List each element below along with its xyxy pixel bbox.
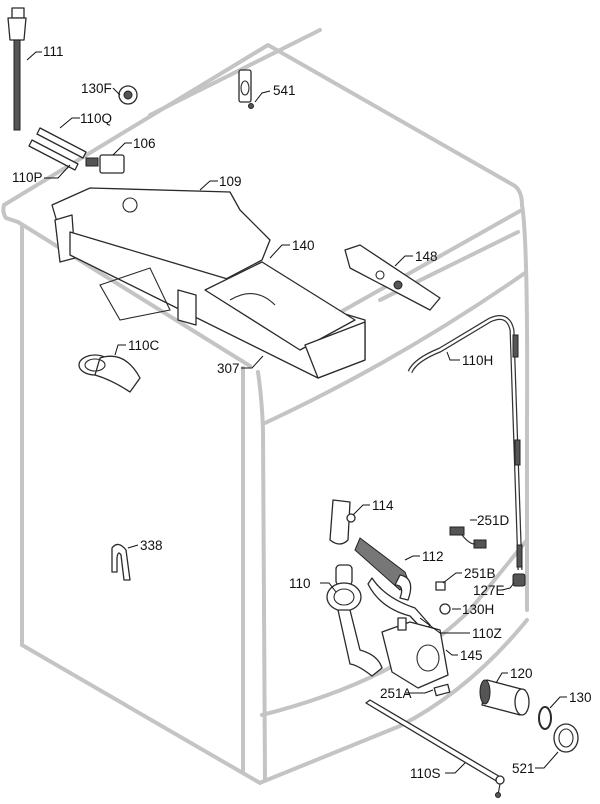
callout-111: 111 bbox=[43, 44, 64, 59]
callout-140: 140 bbox=[292, 238, 315, 253]
callout-110: 110 bbox=[289, 576, 311, 591]
part-sump-hose-110[interactable] bbox=[326, 564, 383, 677]
cabinet-front-mid-curve bbox=[260, 538, 529, 717]
callout-106: 106 bbox=[133, 136, 156, 151]
cabinet-inner-panel-line bbox=[148, 28, 322, 117]
callout-110Q: 110Q bbox=[80, 111, 112, 126]
part-grommet-130F[interactable] bbox=[118, 85, 138, 105]
part-wiring-harness-251D[interactable] bbox=[449, 526, 487, 549]
part-inlet-hose-111[interactable] bbox=[7, 7, 27, 131]
callout-251B: 251B bbox=[464, 566, 496, 581]
cabinet-front-panel-top bbox=[263, 271, 527, 425]
part-ring-nut-130H[interactable] bbox=[439, 603, 451, 615]
part-filter-120[interactable] bbox=[479, 679, 530, 716]
part-cable-clip-251B[interactable] bbox=[435, 581, 446, 591]
cabinet-front-lower-curve bbox=[398, 618, 529, 728]
callout-145: 145 bbox=[460, 648, 483, 663]
callout-541: 541 bbox=[273, 83, 296, 98]
callout-127E: 127E bbox=[473, 583, 505, 598]
part-dispenser-assembly-109-140[interactable] bbox=[51, 187, 366, 379]
part-air-chamber-114[interactable] bbox=[329, 499, 356, 545]
part-o-ring-130[interactable] bbox=[538, 706, 552, 730]
callout-110C: 110C bbox=[128, 338, 160, 353]
cabinet-top-front-lip bbox=[1, 203, 252, 368]
part-door-lock-switch-541[interactable] bbox=[238, 69, 254, 109]
cabinet-top-edge bbox=[2, 43, 524, 207]
part-emergency-drain-hose-110S[interactable] bbox=[365, 699, 505, 798]
callout-110Z: 110Z bbox=[472, 626, 502, 641]
callout-120: 120 bbox=[510, 666, 533, 681]
part-corrugated-hose-112[interactable] bbox=[354, 537, 412, 601]
part-pump-housing-145[interactable] bbox=[381, 617, 449, 689]
part-bellows-hose-110C[interactable] bbox=[78, 354, 141, 393]
part-drain-hose-110H[interactable] bbox=[407, 315, 523, 571]
callout-338: 338 bbox=[140, 538, 163, 553]
callout-130: 130 bbox=[569, 690, 592, 705]
callout-114: 114 bbox=[372, 498, 394, 513]
callout-labels: 111 130F 541 110Q 106 110P 109 140 148 1… bbox=[12, 44, 592, 781]
callout-251A: 251A bbox=[380, 686, 412, 701]
callout-148: 148 bbox=[415, 249, 438, 264]
part-hose-upper-110Q[interactable] bbox=[36, 127, 87, 159]
leader-lines bbox=[26, 51, 567, 774]
part-hose-lower-110P[interactable] bbox=[28, 139, 79, 171]
callout-110P: 110P bbox=[12, 170, 43, 185]
callout-251D: 251D bbox=[477, 513, 510, 528]
callout-521: 521 bbox=[512, 761, 535, 776]
cabinet-bottom-left-edge bbox=[20, 643, 262, 785]
callout-109: 109 bbox=[219, 174, 242, 189]
part-clamp-251A[interactable] bbox=[433, 683, 451, 697]
callout-130H: 130H bbox=[462, 602, 494, 617]
part-hose-nut-127E[interactable] bbox=[512, 573, 526, 587]
cabinet-outline bbox=[1, 28, 530, 785]
part-hose-clip-338[interactable] bbox=[111, 543, 131, 581]
callout-307: 307 bbox=[217, 361, 240, 376]
callout-110H: 110H bbox=[462, 353, 493, 368]
part-inlet-valve-106[interactable] bbox=[85, 154, 125, 174]
cabinet-right-panel-line-2 bbox=[328, 209, 522, 320]
cabinet-right-edge bbox=[520, 203, 530, 612]
cabinet-bottom-right-edge bbox=[260, 724, 402, 784]
callout-112: 112 bbox=[422, 549, 444, 564]
callout-110S: 110S bbox=[410, 766, 441, 781]
part-control-panel-bracket-148[interactable] bbox=[344, 244, 441, 311]
cabinet-corner-edge-b bbox=[256, 370, 267, 782]
part-filter-cap-521[interactable] bbox=[553, 723, 579, 753]
callout-130F: 130F bbox=[81, 81, 112, 96]
